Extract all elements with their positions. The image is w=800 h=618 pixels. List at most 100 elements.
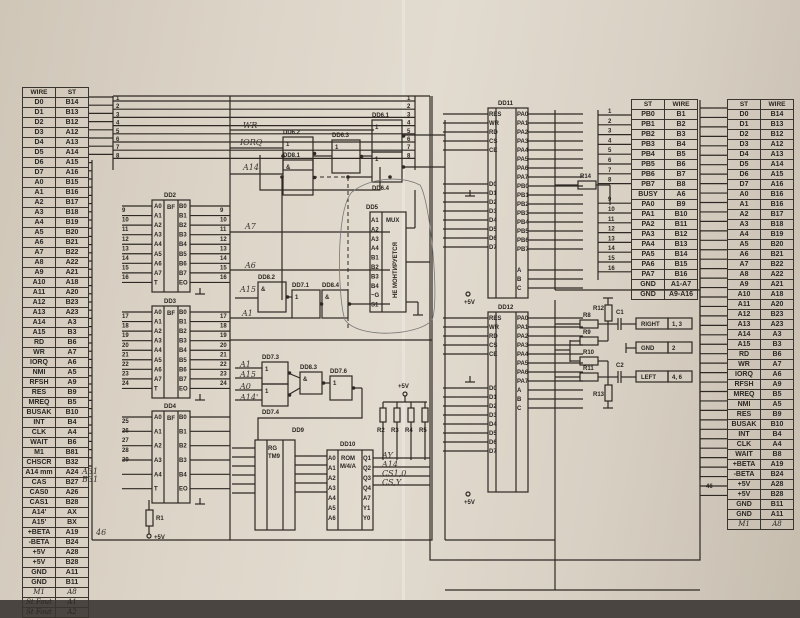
table-cell: A18 (760, 289, 794, 300)
table-cell: A7 (55, 347, 89, 358)
pin-name: PA7 (517, 175, 529, 181)
pin-name: A3 (328, 486, 336, 492)
table-cell: PB4 (631, 149, 665, 160)
table-cell: B5 (760, 389, 794, 400)
pin-name: Q1 (363, 456, 372, 462)
table-cell: PA7 (631, 269, 665, 280)
pin-name: B4 (371, 284, 379, 290)
table-cell: D6 (22, 157, 56, 168)
pin-number: 11 (220, 227, 227, 233)
table-cell: A12 (760, 139, 794, 150)
table-cell: RD (727, 349, 761, 360)
table-cell: B28 (760, 489, 794, 500)
table-cell: A7 (22, 247, 56, 258)
table-cell: PA0 (631, 199, 665, 210)
page-note: 46 (706, 484, 713, 490)
gate-symbol: 1 (265, 389, 269, 395)
table-cell: A1 (55, 597, 89, 608)
table-cell: B2 (664, 119, 698, 130)
table-cell: A13 (22, 307, 56, 318)
table-cell: PB0 (631, 109, 665, 120)
pin-number: 2 (608, 119, 612, 125)
table-cell: A23 (760, 319, 794, 330)
signal-a15-low: A15 (239, 370, 256, 379)
table-cell: A19 (760, 459, 794, 470)
header-cell: ST (55, 87, 89, 98)
table-cell: GND (631, 279, 665, 290)
pin-number: 15 (122, 266, 129, 272)
table-cell: MREQ (727, 389, 761, 400)
junction-dot (388, 175, 392, 179)
pencil-annotation (339, 178, 436, 334)
pin-name: A4 (154, 472, 162, 478)
table-cell: GND (22, 577, 56, 588)
pin-number: 22 (220, 362, 227, 368)
table-cell: NMI (22, 367, 56, 378)
pin-number: 10 (122, 218, 129, 224)
table-cell: B21 (760, 249, 794, 260)
pin-name: RD (489, 334, 498, 340)
pin-number: 22 (122, 362, 129, 368)
table-cell: B6 (664, 159, 698, 170)
pin-name: PB0 (517, 184, 529, 190)
table-cell: B14 (760, 109, 794, 120)
table-cell: B21 (55, 237, 89, 248)
table-cell: A5 (760, 399, 794, 410)
chip-dd2 (151, 199, 191, 293)
table-cell: B16 (760, 189, 794, 200)
resistor-label: R3 (391, 428, 399, 434)
pin-name: RES (489, 112, 501, 118)
table-cell: M1 (22, 587, 56, 598)
signal-a0: A0 (239, 382, 251, 391)
pin-name: A3 (371, 237, 379, 243)
pin-name: PA3 (517, 139, 529, 145)
pin-name: EO (179, 487, 188, 493)
header-cell: WIRE (760, 99, 794, 110)
table-cell: INT (727, 429, 761, 440)
table-cell: D4 (727, 149, 761, 160)
table-cell: B23 (760, 309, 794, 320)
pin-name: B4 (179, 348, 187, 354)
vcc-label: +5V (464, 500, 475, 506)
pin-name: A1 (154, 214, 162, 220)
table-cell: A11 (22, 287, 56, 298)
table-cell: A2 (727, 209, 761, 220)
chip-dd9 (254, 439, 296, 531)
pin-name: A1 (328, 466, 336, 472)
table-cell: PB3 (631, 139, 665, 150)
pin-name: B6 (179, 261, 187, 267)
pin-name: Q3 (363, 476, 372, 482)
pin-name: A6 (154, 261, 162, 267)
table-cell: A15' (22, 517, 56, 528)
pin-name: A4 (154, 348, 162, 354)
table-cell: A12 (22, 297, 56, 308)
pin-name: T (154, 280, 158, 286)
table-cell: -BETA (727, 469, 761, 480)
